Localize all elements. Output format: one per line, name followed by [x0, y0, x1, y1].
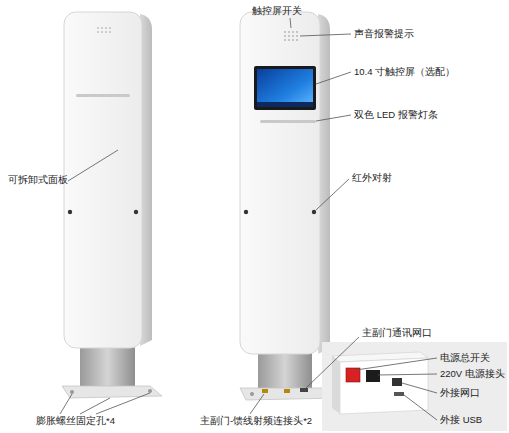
callout-label: 主副门-馈线射频连接头*2: [200, 416, 312, 426]
callout-label: 膨胀螺丝固定孔*4: [36, 416, 115, 426]
callout-label: 220V 电源接头: [440, 369, 505, 379]
callout-label: 红外对射: [352, 173, 392, 183]
callout-label: 外接 USB: [440, 415, 482, 425]
callout-label: 声音报警提示: [354, 29, 414, 39]
right-gate: [240, 12, 338, 400]
left-gate: [62, 12, 162, 398]
callout-label: 双色 LED 报警灯条: [354, 110, 438, 120]
callout-label: 可拆卸式面板: [8, 175, 68, 185]
callout-label: 外接网口: [440, 388, 480, 398]
callout-label: 主副门通讯网口: [362, 328, 432, 338]
leader-lines: [60, 18, 437, 420]
callout-label: 10.4 寸触控屏（选配）: [354, 67, 455, 77]
callout-label: 电源总开关: [440, 353, 490, 363]
callout-label: 触控屏开关: [252, 6, 302, 16]
control-box-photo: [322, 342, 507, 431]
